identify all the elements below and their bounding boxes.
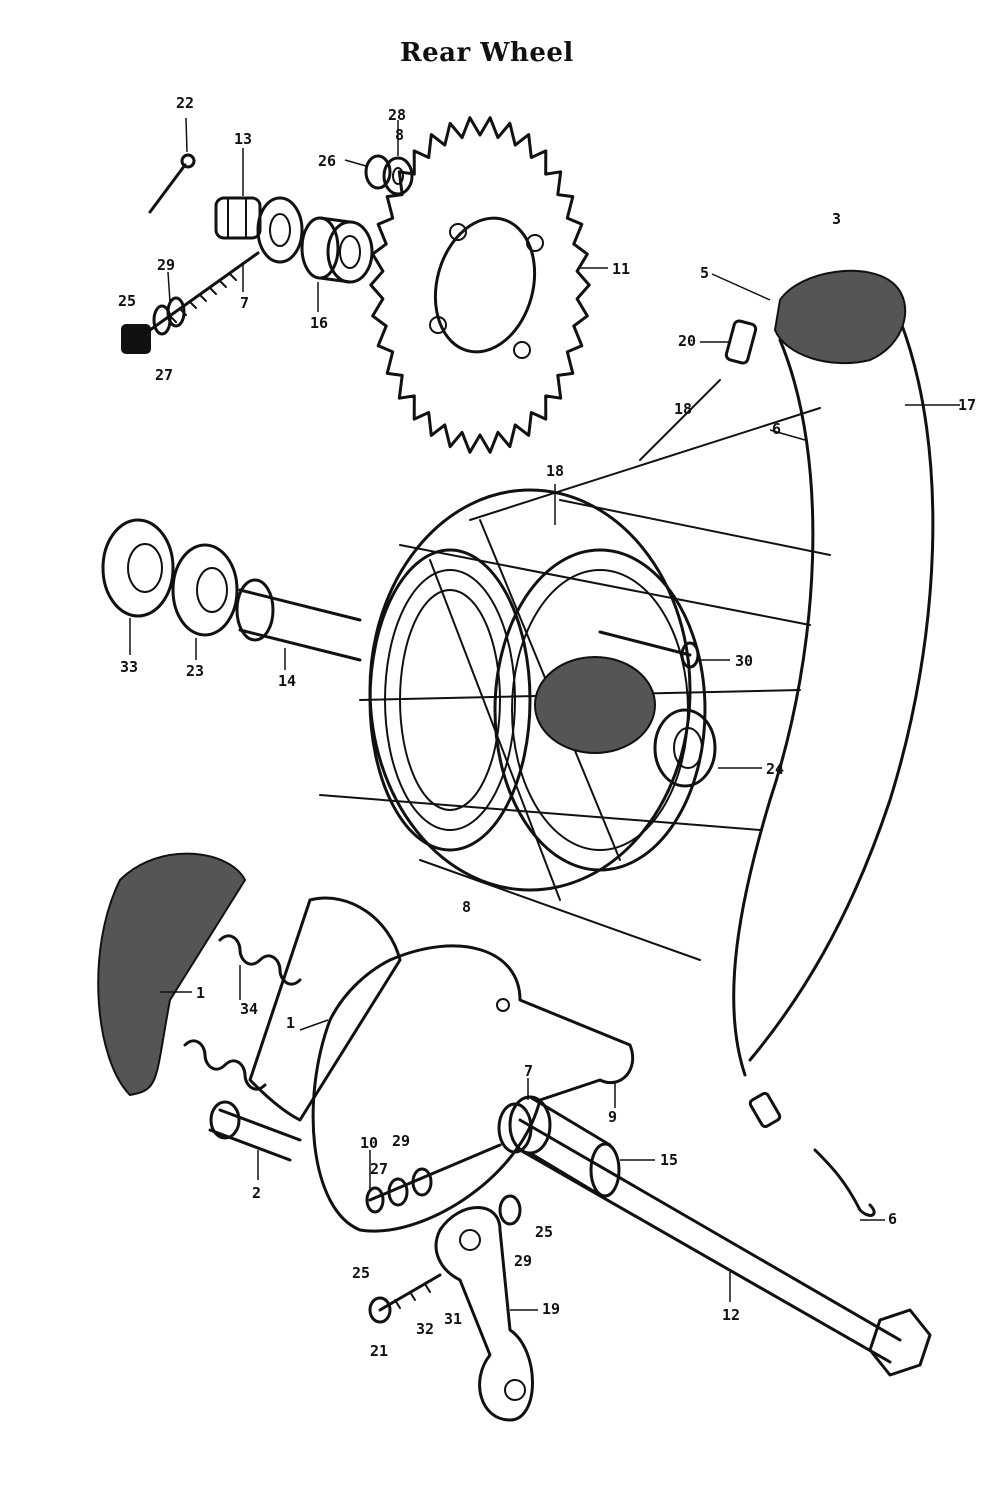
callout-17: 17 [958,396,977,414]
callout-10: 10 [360,1134,379,1152]
callout-23: 23 [186,662,205,680]
adjuster-bolt-7 [121,251,260,354]
callout-2: 2 [252,1184,262,1202]
callout-33: 33 [120,658,139,676]
callout-29: 29 [157,256,176,274]
spacer-15 [508,1095,655,1198]
callout-29-right: 29 [514,1252,533,1270]
callout-25-right: 25 [535,1223,554,1241]
sprocket-11 [369,116,608,454]
bearing-24 [653,708,762,788]
callout-1: 1 [196,984,206,1002]
callout-26: 26 [318,152,337,170]
diagram-title: Rear Wheel [400,38,574,68]
callout-12: 12 [722,1306,741,1324]
callout-8: 8 [395,126,405,144]
valve-20 [700,273,771,365]
callout-9: 9 [608,1108,618,1126]
callout-27-lever: 27 [370,1160,389,1178]
callout-25-lever: 25 [352,1264,371,1282]
callout-31: 31 [444,1310,463,1328]
castle-nut-13 [214,148,304,264]
callout-34: 34 [240,1000,259,1018]
callout-30: 30 [735,652,754,670]
callout-21: 21 [370,1342,389,1360]
callout-18: 18 [674,400,693,418]
bolt-10 [365,1143,502,1214]
clip-6 [813,1148,885,1221]
callout-32: 32 [416,1320,435,1338]
callout-3: 3 [832,210,842,228]
cam-2 [208,1100,302,1180]
callout-22: 22 [176,94,195,112]
spacer-16 [300,216,374,312]
axle-12 [518,1118,932,1377]
callout-16: 16 [310,314,329,332]
callout-15: 15 [660,1151,679,1169]
callout-20: 20 [678,332,697,350]
callout-27: 27 [155,366,174,384]
callout-24: 24 [766,760,785,778]
callout-11: 11 [612,260,631,278]
washer-7 [497,1078,533,1154]
bearing-33 [101,518,175,655]
callout-5: 5 [700,264,710,282]
callout-13: 13 [234,130,253,148]
hub-and-spokes [319,379,831,961]
tire-17 [732,269,960,1077]
callout-25: 25 [118,292,137,310]
callout-19: 19 [542,1300,561,1318]
callout-6-clip: 6 [888,1210,898,1228]
bearing-23 [171,543,239,660]
callout-14: 14 [278,672,297,690]
callout-28: 28 [388,106,407,124]
spring-34 [183,934,302,1091]
callout-18-hub: 18 [546,462,565,480]
split-pin-22 [148,117,196,214]
callout-7: 7 [240,294,250,312]
brake-plate [311,944,635,1233]
callout-1-second: 1 [286,1014,296,1032]
callout-8-hub: 8 [462,898,472,916]
axle-sleeve-14 [235,578,362,670]
callout-6: 6 [772,420,782,438]
brake-shoe-1-second [248,896,402,1122]
bolt-21 [368,1273,442,1324]
bolt-30 [598,630,730,669]
brake-shoe-1 [97,852,247,1097]
callout-29-lever: 29 [392,1132,411,1150]
spoke-nipple [748,1091,782,1129]
brake-arm-19 [434,1194,538,1422]
callout-7-plate: 7 [524,1062,534,1080]
